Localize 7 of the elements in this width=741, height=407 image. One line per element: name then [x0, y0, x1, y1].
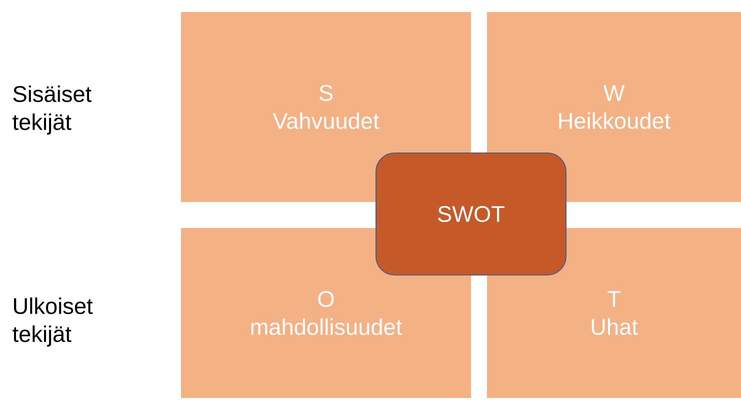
- quadrant-box: W Heikkoudet: [487, 12, 741, 202]
- row-label: Ulkoiset tekijät: [12, 297, 93, 347]
- center-box: SWOT: [375, 152, 567, 276]
- row-label: Sisäiset tekijät: [12, 85, 92, 135]
- quadrant-box: O mahdollisuudet: [181, 228, 471, 398]
- quadrant-box: S Vahvuudet: [181, 12, 471, 202]
- quadrant-box: T Uhat: [487, 228, 741, 398]
